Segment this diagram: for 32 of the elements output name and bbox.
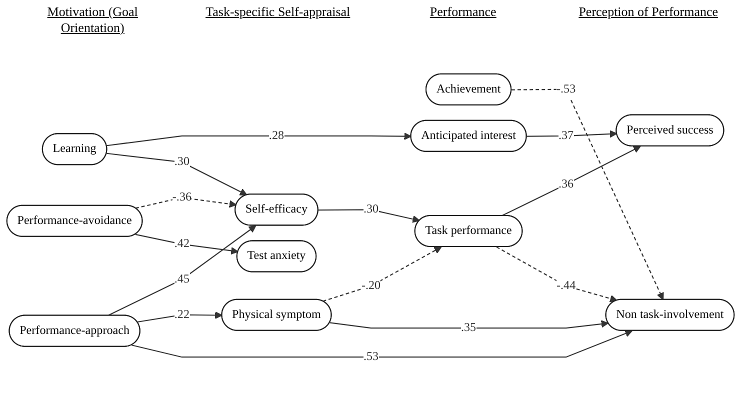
edge-label: -.20: [361, 280, 381, 292]
edge-label: .53: [363, 350, 379, 364]
edge-label: -.44: [556, 280, 576, 292]
column-heading: Performance: [428, 4, 498, 20]
edge-label: .45: [174, 273, 190, 286]
arrow: [501, 146, 641, 216]
arrow: [135, 197, 237, 209]
arrow: [106, 152, 248, 196]
edge-label: .36: [558, 178, 574, 191]
arrow: [330, 320, 609, 329]
edge-label: .28: [268, 129, 284, 142]
column-heading: Task-specific Self-appraisal: [204, 4, 352, 20]
column-heading: Motivation (Goal Orientation): [46, 4, 139, 36]
edge-label: .30: [363, 203, 379, 216]
column-heading: Perception of Performance: [578, 4, 720, 20]
edge-label: -.36: [172, 191, 192, 204]
edge-label: -.53: [556, 82, 576, 96]
arrow: [132, 330, 633, 358]
arrow: [107, 225, 256, 316]
arrow: [511, 88, 664, 300]
arrow: [137, 311, 222, 323]
edge-label: .35: [460, 322, 476, 334]
arrow: [318, 209, 420, 223]
arrow: [526, 130, 618, 138]
arrow: [135, 234, 238, 255]
edge-label: .22: [174, 308, 190, 322]
arrow: [106, 132, 412, 146]
arrow: [322, 246, 442, 302]
edge-label: .30: [174, 156, 190, 169]
edge-label: .42: [174, 238, 190, 251]
edge-label: .37: [558, 129, 574, 142]
arrow: [496, 246, 618, 302]
